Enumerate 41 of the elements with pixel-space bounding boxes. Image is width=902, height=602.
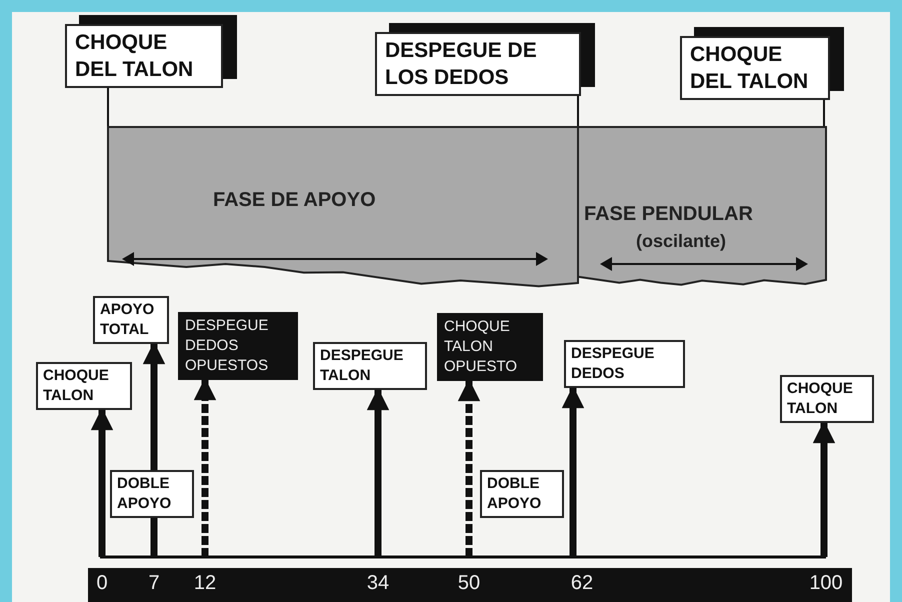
arrow bbox=[458, 378, 480, 557]
event-label-box bbox=[780, 375, 874, 423]
tick-label: 0 bbox=[96, 572, 108, 595]
tick-label: 62 bbox=[570, 572, 594, 595]
arrow bbox=[812, 420, 836, 557]
event-label: CHOQUE DEL TALON bbox=[75, 30, 194, 83]
event-label-box bbox=[564, 340, 685, 388]
connector-line bbox=[107, 88, 109, 127]
event-label: CHOQUE TALON bbox=[43, 366, 110, 406]
event-label: DESPEGUE DEDOS bbox=[571, 344, 656, 384]
phase-note: (oscilante) bbox=[636, 231, 726, 252]
event-label-box bbox=[178, 312, 298, 380]
event-label: DESPEGUE TALON bbox=[320, 346, 404, 386]
phase-band bbox=[108, 127, 578, 289]
connector-line bbox=[577, 96, 579, 127]
event-label: DOBLE APOYO bbox=[487, 474, 542, 514]
phase-label: FASE PENDULAR bbox=[584, 203, 753, 226]
event-label-box bbox=[110, 470, 194, 518]
event-label-box bbox=[313, 342, 427, 390]
event-label: DOBLE APOYO bbox=[117, 474, 172, 514]
tick-label: 34 bbox=[366, 572, 390, 595]
event-label: CHOQUE TALON OPUESTO bbox=[444, 317, 518, 377]
arrow bbox=[90, 408, 114, 557]
phase-label: FASE DE APOYO bbox=[213, 189, 376, 212]
event-label-box bbox=[437, 313, 543, 381]
arrow bbox=[562, 386, 584, 557]
tick-label: 12 bbox=[194, 572, 216, 595]
tick-label: 50 bbox=[458, 572, 480, 595]
arrow bbox=[366, 388, 390, 557]
event-label: CHOQUE DEL TALON bbox=[690, 42, 810, 95]
event-label: DESPEGUE DEDOS OPUESTOS bbox=[185, 316, 270, 376]
event-label: DESPEGUE DE LOS DEDOS bbox=[385, 38, 538, 91]
connector-line bbox=[823, 100, 825, 127]
event-label-box bbox=[36, 362, 132, 410]
event-label-box bbox=[93, 296, 169, 344]
tick-label: 7 bbox=[148, 572, 160, 595]
tick-label: 100 bbox=[809, 572, 843, 595]
event-label-box bbox=[480, 470, 564, 518]
event-label: CHOQUE TALON bbox=[787, 379, 854, 419]
arrow bbox=[194, 378, 216, 557]
event-label: APOYO TOTAL bbox=[100, 300, 156, 340]
